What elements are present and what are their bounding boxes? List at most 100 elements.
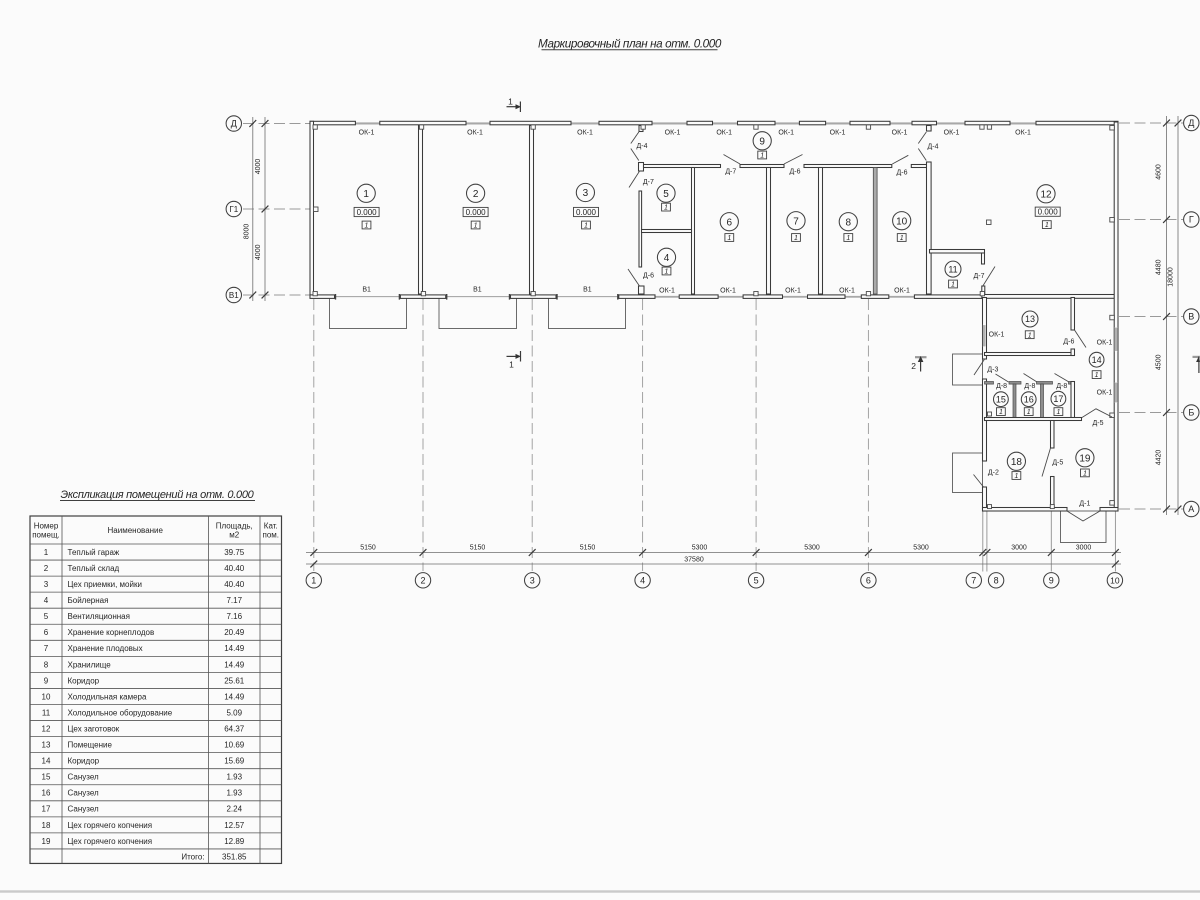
svg-text:Д-7: Д-7 [725,169,736,176]
svg-text:ОК-1: ОК-1 [716,129,732,136]
svg-text:Цех горячего копчения: Цех горячего копчения [68,837,153,846]
svg-text:4: 4 [640,576,645,586]
svg-text:В1: В1 [229,291,239,300]
svg-text:1: 1 [584,223,588,230]
svg-text:ОК-1: ОК-1 [839,287,855,294]
svg-text:0.000: 0.000 [576,208,597,217]
svg-text:40.40: 40.40 [224,564,245,573]
svg-text:4600: 4600 [1155,164,1162,180]
svg-text:7.16: 7.16 [226,612,242,621]
svg-text:Д-2: Д-2 [988,470,999,477]
svg-text:ОК-1: ОК-1 [577,129,593,136]
svg-text:1: 1 [665,269,669,276]
svg-text:Санузел: Санузел [68,773,99,782]
svg-text:Коридор: Коридор [68,676,100,685]
svg-text:ОК-1: ОК-1 [1097,390,1113,397]
svg-text:Хранение корнеплодов: Хранение корнеплодов [68,628,155,637]
svg-text:20.49: 20.49 [224,628,245,637]
svg-text:1: 1 [760,153,764,160]
svg-text:6: 6 [866,576,871,586]
svg-text:3: 3 [583,188,589,199]
svg-text:2: 2 [473,189,479,200]
svg-text:7: 7 [971,576,976,586]
svg-text:10: 10 [896,216,908,227]
svg-text:ОК-1: ОК-1 [467,129,483,136]
svg-text:1: 1 [1056,409,1060,416]
svg-text:19: 19 [1079,453,1091,464]
svg-text:8: 8 [994,576,999,586]
svg-text:14.49: 14.49 [224,644,245,653]
svg-text:Д-4: Д-4 [637,143,648,150]
svg-text:40.40: 40.40 [224,580,245,589]
svg-text:16: 16 [42,789,51,798]
svg-text:1: 1 [1095,372,1099,379]
svg-text:ОК-1: ОК-1 [989,332,1005,339]
svg-text:18000: 18000 [1167,267,1174,287]
svg-text:11: 11 [42,708,51,717]
svg-text:В1: В1 [473,287,482,294]
svg-text:Д-6: Д-6 [643,273,654,280]
svg-text:15.69: 15.69 [224,757,245,766]
svg-text:2: 2 [44,564,49,573]
svg-text:6: 6 [44,628,49,637]
svg-text:1: 1 [951,282,955,289]
svg-text:1: 1 [365,223,369,230]
svg-text:0.000: 0.000 [357,208,378,217]
svg-text:4000: 4000 [255,159,262,175]
svg-text:Г1: Г1 [229,205,238,214]
svg-text:Д-8: Д-8 [1056,383,1067,390]
svg-text:1: 1 [1083,471,1087,478]
svg-text:5300: 5300 [913,545,929,552]
svg-text:В1: В1 [583,287,592,294]
svg-text:37580: 37580 [684,557,704,564]
svg-text:5150: 5150 [580,545,596,552]
svg-text:Номер: Номер [34,521,59,530]
svg-text:Д-1: Д-1 [1079,501,1090,508]
svg-text:Хранение плодовых: Хранение плодовых [68,644,143,653]
svg-text:Холодильная камера: Холодильная камера [68,692,147,701]
svg-text:14.49: 14.49 [224,692,245,701]
svg-text:7: 7 [793,216,799,227]
svg-text:17: 17 [1053,394,1063,404]
svg-text:ОК-1: ОК-1 [778,129,794,136]
svg-text:19: 19 [42,837,51,846]
svg-text:Площадь,: Площадь, [216,521,253,530]
svg-text:1: 1 [846,235,850,242]
svg-text:Маркировочный план на отм. 0.0: Маркировочный план на отм. 0.000 [538,38,722,51]
svg-text:4000: 4000 [255,244,262,260]
svg-text:ОК-1: ОК-1 [944,129,960,136]
svg-text:14.49: 14.49 [224,660,245,669]
svg-text:12.89: 12.89 [224,837,245,846]
svg-text:16: 16 [1024,394,1034,404]
svg-text:5: 5 [44,612,49,621]
svg-text:3: 3 [44,580,49,589]
svg-text:4: 4 [664,253,670,264]
svg-text:ОК-1: ОК-1 [785,287,801,294]
svg-text:Санузел: Санузел [68,805,99,814]
svg-text:Д-7: Д-7 [974,273,985,280]
svg-text:13: 13 [1025,314,1035,324]
svg-text:1: 1 [794,235,798,242]
svg-text:ОК-1: ОК-1 [830,129,846,136]
svg-text:Д-5: Д-5 [1093,420,1104,427]
svg-text:18: 18 [1011,457,1023,468]
svg-text:Коридор: Коридор [68,757,100,766]
svg-text:5: 5 [663,189,669,200]
svg-text:Б: Б [1188,408,1194,418]
svg-text:1: 1 [509,359,514,369]
svg-text:Помещение: Помещение [68,741,113,750]
svg-text:Вентиляционная: Вентиляционная [68,612,130,621]
svg-text:5.09: 5.09 [226,708,242,717]
svg-text:ОК-1: ОК-1 [659,287,675,294]
svg-text:5300: 5300 [692,545,708,552]
svg-text:15: 15 [42,773,51,782]
svg-text:11: 11 [948,264,957,274]
svg-text:5150: 5150 [360,545,376,552]
svg-text:ОК-1: ОК-1 [894,287,910,294]
svg-text:15: 15 [996,394,1006,404]
svg-text:Д: Д [231,119,237,129]
svg-text:Д-6: Д-6 [897,170,908,177]
svg-text:Теплый склад: Теплый склад [68,564,120,573]
svg-text:Холодильное оборудование: Холодильное оборудование [68,708,173,717]
svg-text:5300: 5300 [804,545,820,552]
